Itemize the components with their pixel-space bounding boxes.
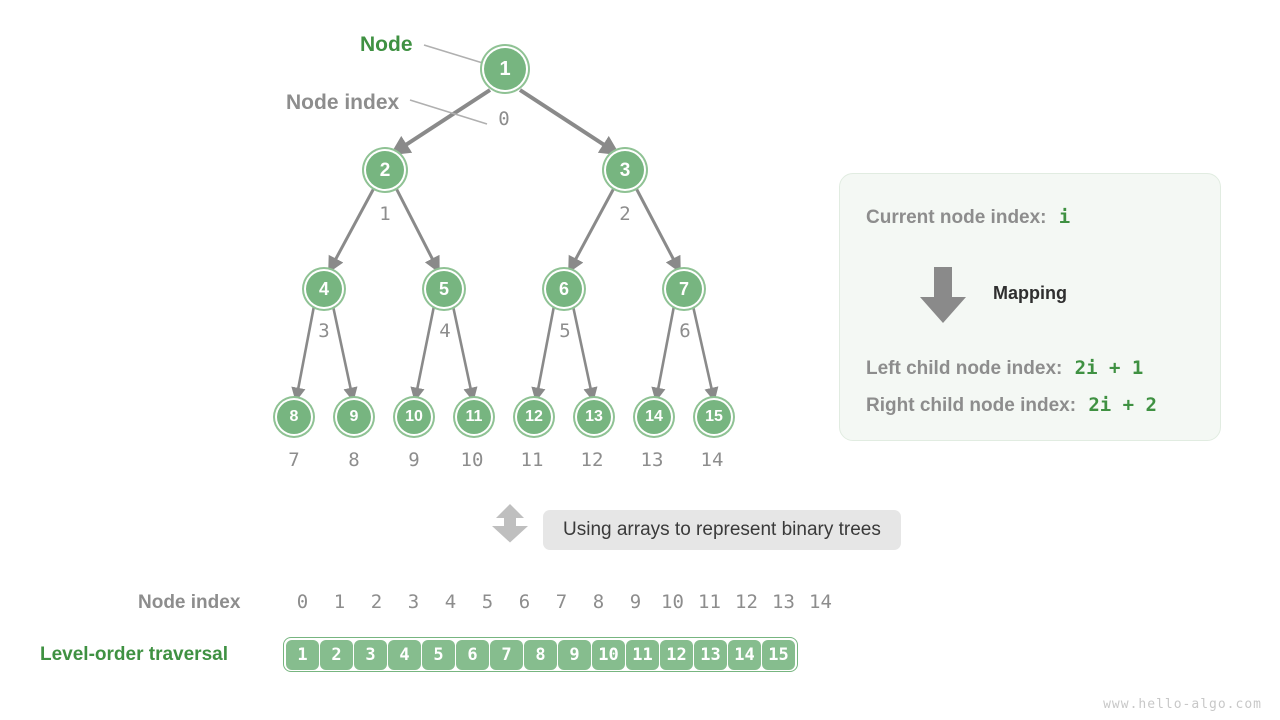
callout-node-index-label: Node index xyxy=(286,91,400,114)
array-index: 13 xyxy=(772,591,795,613)
array-cell[interactable]: 1 xyxy=(286,639,319,670)
current-node-index-label: Current node index: xyxy=(866,207,1047,228)
array-index: 10 xyxy=(661,591,684,613)
array-cell[interactable]: 15 xyxy=(762,639,795,670)
left-child-index-value: 2i + 1 xyxy=(1074,357,1144,379)
array-cell[interactable]: 9 xyxy=(558,639,591,670)
tree-node[interactable]: 9 xyxy=(337,400,371,434)
tree-node-index: 5 xyxy=(559,320,571,342)
tree-node[interactable]: 7 xyxy=(666,271,702,307)
tree-node-index: 4 xyxy=(439,320,451,342)
array-cell[interactable]: 12 xyxy=(660,639,693,670)
array-cell[interactable]: 11 xyxy=(626,639,659,670)
array-index: 0 xyxy=(296,591,309,613)
mapping-label: Mapping xyxy=(993,283,1067,303)
tree-node[interactable]: 6 xyxy=(546,271,582,307)
tree-node-index: 3 xyxy=(318,320,330,342)
array-index: 8 xyxy=(592,591,605,613)
array-index: 12 xyxy=(735,591,758,613)
tree-node[interactable]: 1 xyxy=(484,48,526,90)
tree-node-index: 7 xyxy=(288,449,300,471)
tree-node-index: 14 xyxy=(700,449,724,471)
tree-node[interactable]: 4 xyxy=(306,271,342,307)
tree-node-index: 6 xyxy=(679,320,691,342)
array-index: 5 xyxy=(481,591,494,613)
tree-node-index: 11 xyxy=(520,449,544,471)
array-representation-caption: Using arrays to represent binary trees xyxy=(543,510,901,550)
down-arrow-icon xyxy=(920,267,966,323)
bottom-node-index-label: Node index xyxy=(138,592,241,613)
tree-node[interactable]: 2 xyxy=(366,151,404,189)
array-cell[interactable]: 10 xyxy=(592,639,625,670)
array-index: 3 xyxy=(407,591,420,613)
array-index: 4 xyxy=(444,591,457,613)
tree-node[interactable]: 3 xyxy=(606,151,644,189)
array-index-row: 0 1 2 3 4 5 6 7 8 9 10 11 12 13 14 xyxy=(284,591,839,613)
tree-node-index: 9 xyxy=(408,449,420,471)
tree-node-index: 12 xyxy=(580,449,604,471)
array-index: 6 xyxy=(518,591,531,613)
tree-node[interactable]: 15 xyxy=(697,400,731,434)
array-index: 1 xyxy=(333,591,346,613)
tree-node[interactable]: 8 xyxy=(277,400,311,434)
tree-node[interactable]: 10 xyxy=(397,400,431,434)
array-cell[interactable]: 3 xyxy=(354,639,387,670)
tree-node[interactable]: 5 xyxy=(426,271,462,307)
array-index: 11 xyxy=(698,591,721,613)
array-cell[interactable]: 8 xyxy=(524,639,557,670)
tree-node-index: 13 xyxy=(640,449,664,471)
level-order-array: 1 2 3 4 5 6 7 8 9 10 11 12 13 14 15 xyxy=(283,637,798,672)
left-child-index-line: Left child node index: 2i + 1 xyxy=(866,357,1143,380)
array-index: 9 xyxy=(629,591,642,613)
tree-node[interactable]: 14 xyxy=(637,400,671,434)
array-cell[interactable]: 7 xyxy=(490,639,523,670)
right-child-index-value: 2i + 2 xyxy=(1088,394,1157,416)
callout-node-label: Node xyxy=(360,33,413,56)
current-node-index-line: Current node index: i xyxy=(866,206,1070,229)
array-cell[interactable]: 5 xyxy=(422,639,455,670)
up-down-arrow-icon xyxy=(492,504,528,543)
array-index: 14 xyxy=(809,591,832,613)
array-cell[interactable]: 14 xyxy=(728,639,761,670)
array-cell[interactable]: 2 xyxy=(320,639,353,670)
tree-node[interactable]: 13 xyxy=(577,400,611,434)
level-order-traversal-label: Level-order traversal xyxy=(40,644,228,665)
tree-node-index: 2 xyxy=(619,203,631,225)
caption-text: Using arrays to represent binary trees xyxy=(563,519,881,540)
tree-node-index: 8 xyxy=(348,449,360,471)
array-cell[interactable]: 6 xyxy=(456,639,489,670)
tree-node-index: 1 xyxy=(379,203,391,225)
array-cell[interactable]: 4 xyxy=(388,639,421,670)
tree-node-index: 10 xyxy=(460,449,484,471)
right-child-index-label: Right child node index: xyxy=(866,395,1077,416)
watermark: www.hello-algo.com xyxy=(1103,697,1262,712)
tree-node-index: 0 xyxy=(498,108,510,130)
right-child-index-line: Right child node index: 2i + 2 xyxy=(866,394,1157,417)
mapping-info-box xyxy=(839,173,1221,441)
current-node-index-value: i xyxy=(1058,206,1071,228)
left-child-index-label: Left child node index: xyxy=(866,358,1063,379)
array-index: 2 xyxy=(370,591,383,613)
array-cell[interactable]: 13 xyxy=(694,639,727,670)
tree-node[interactable]: 12 xyxy=(517,400,551,434)
array-index: 7 xyxy=(555,591,568,613)
tree-node[interactable]: 11 xyxy=(457,400,491,434)
